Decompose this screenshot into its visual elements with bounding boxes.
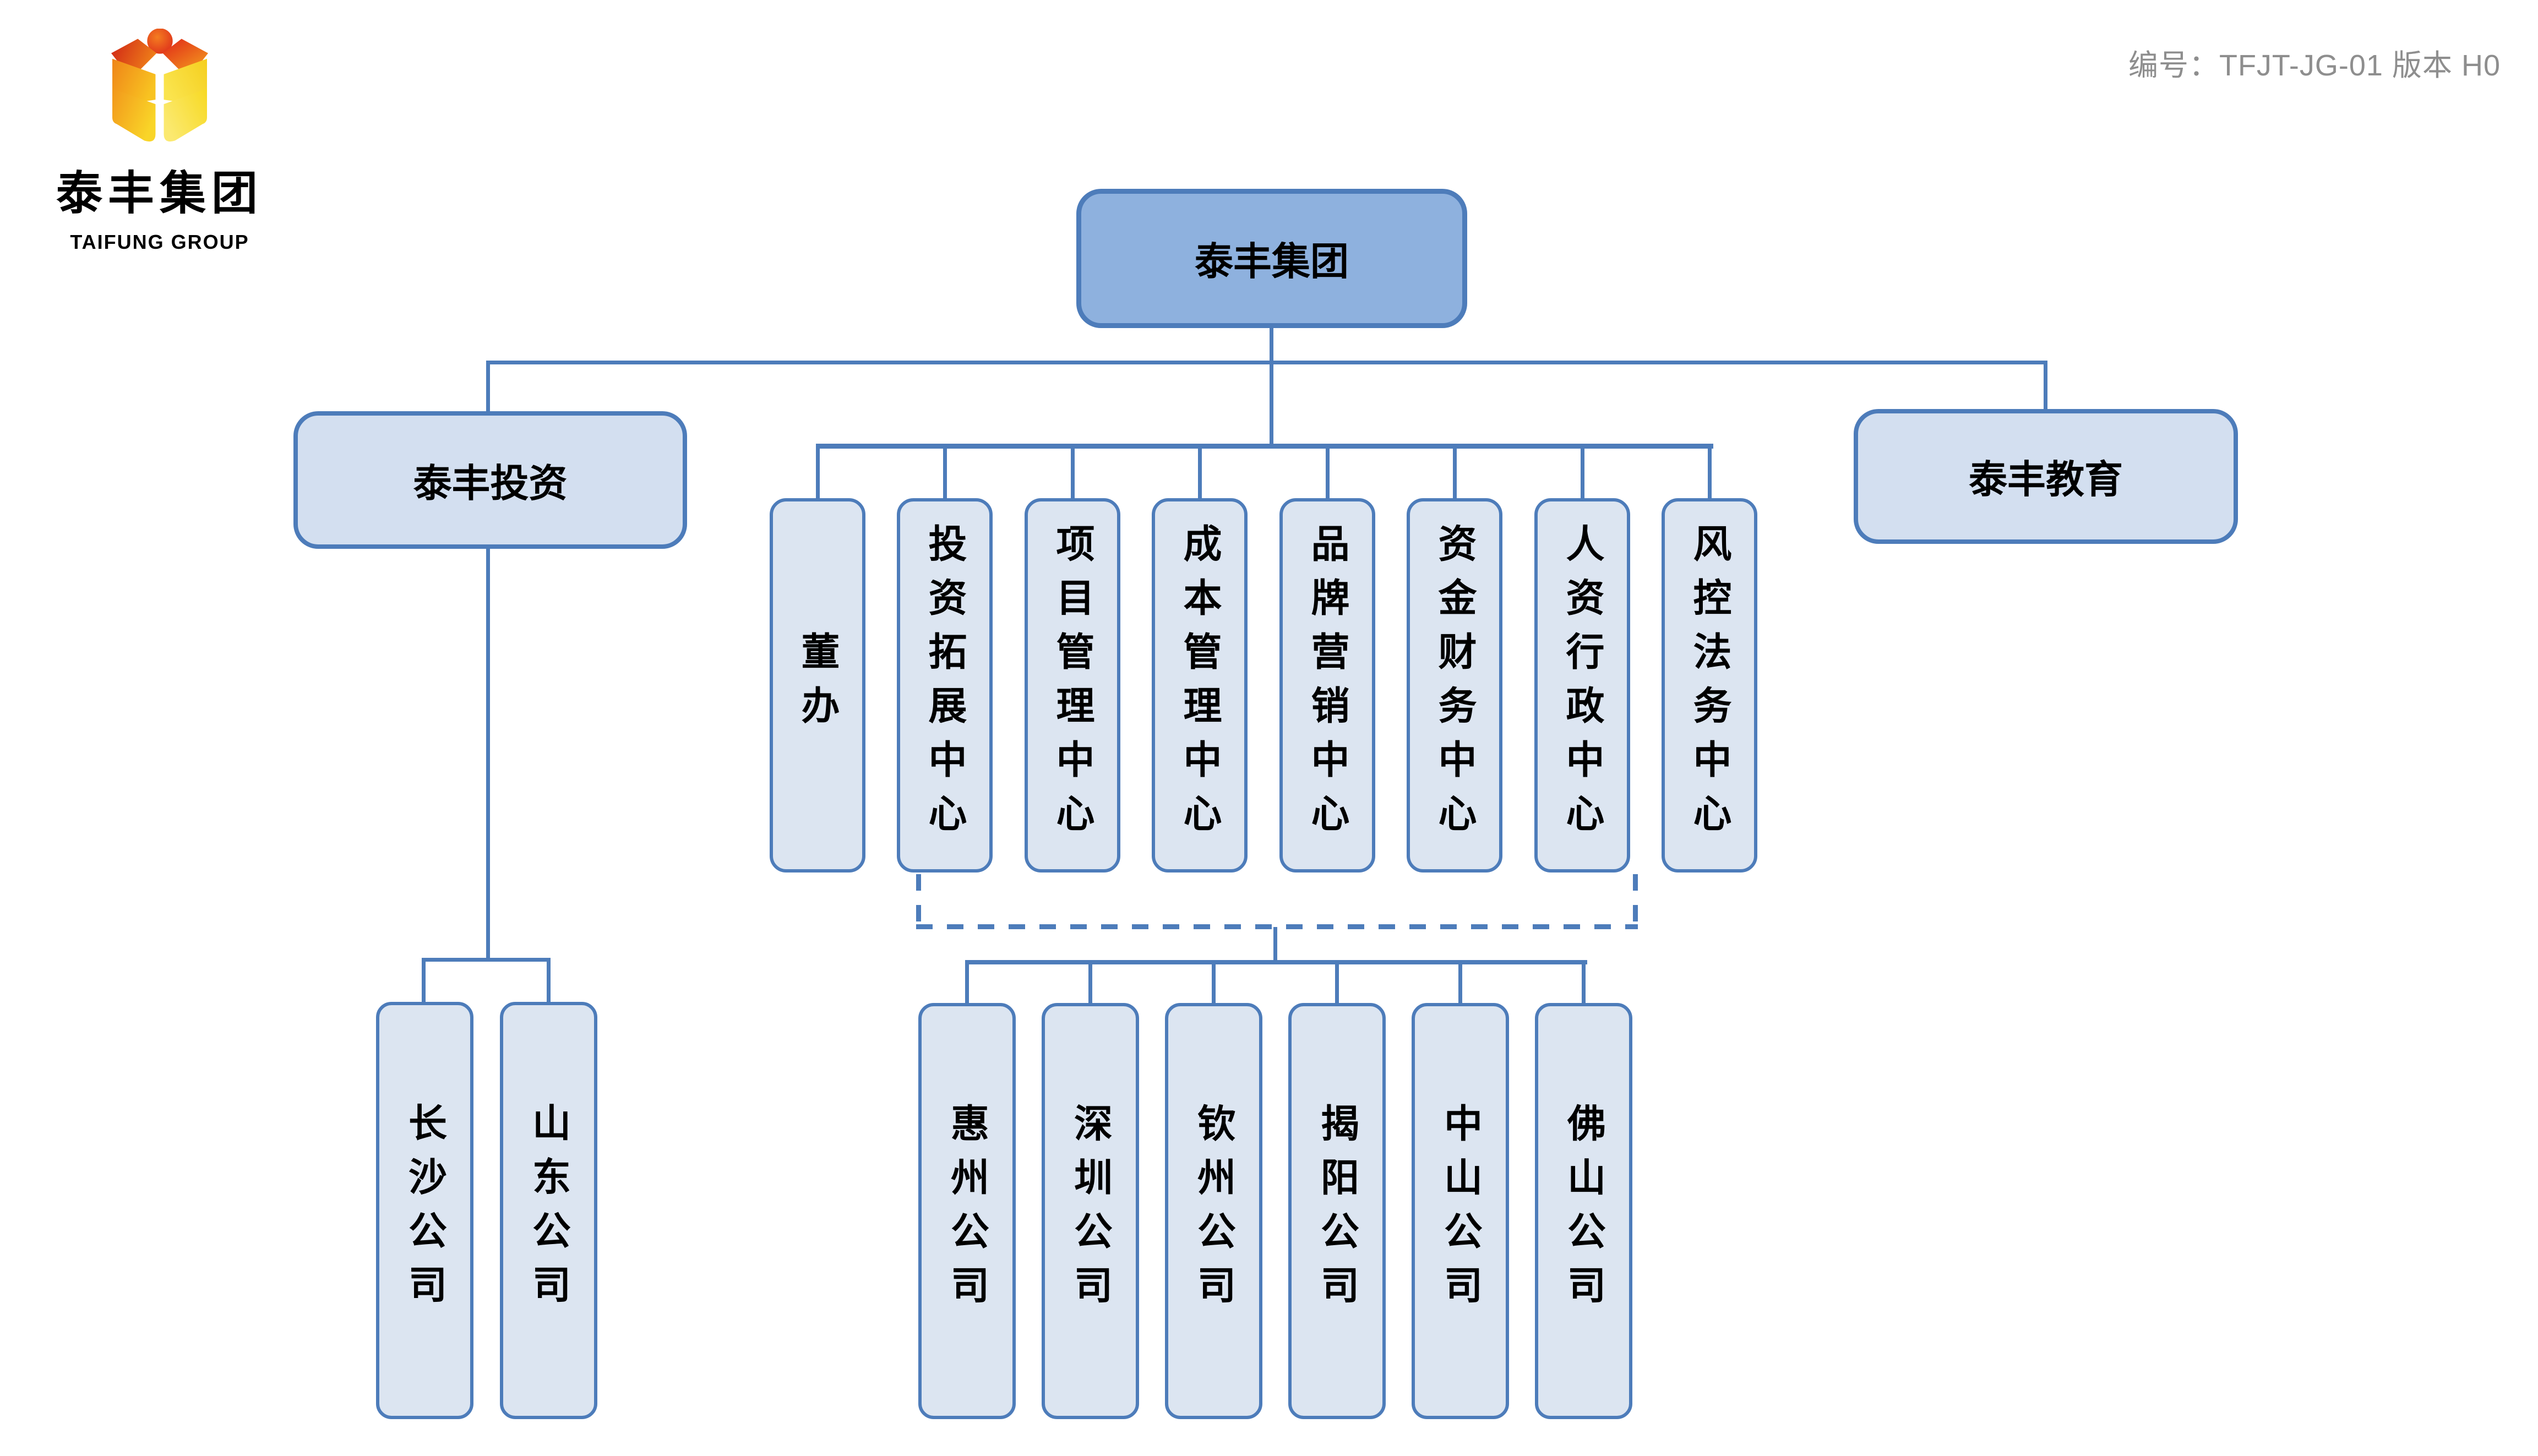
org-node-label: 成本管理中心 (1178, 523, 1221, 847)
org-node-center-dongban: 董办 (770, 498, 865, 872)
org-node-label: 长沙公司 (403, 1103, 446, 1318)
org-node-label: 投资拓展中心 (923, 523, 966, 847)
org-node-label: 泰丰教育 (1969, 458, 2123, 501)
connector-centers-horizontal (816, 444, 1713, 449)
org-node-label: 佛山公司 (1562, 1103, 1605, 1319)
connector-invest-sub-horizontal (422, 958, 551, 962)
org-node-education: 泰丰教育 (1854, 409, 2238, 544)
logo-company-name-cn: 泰丰集团 (56, 167, 263, 219)
org-node-company-shenzhen: 深圳公司 (1042, 1003, 1139, 1419)
org-node-label: 深圳公司 (1069, 1103, 1112, 1319)
org-node-label: 中山公司 (1439, 1103, 1482, 1319)
org-node-root: 泰丰集团 (1076, 189, 1467, 328)
connector-center-stub (816, 446, 820, 499)
connector-companies-horizontal (965, 960, 1587, 964)
org-node-label: 项目管理中心 (1051, 523, 1094, 847)
connector-invest-drop (486, 361, 490, 413)
org-node-label: 泰丰投资 (413, 461, 568, 505)
connector-center-stub (1453, 446, 1457, 499)
dashed-connector-left-vertical (916, 874, 921, 926)
org-node-label: 泰丰集团 (1195, 240, 1349, 283)
connector-center-stub (1071, 446, 1075, 499)
connector-center-stub (1708, 446, 1712, 499)
org-node-company-huizhou: 惠州公司 (918, 1003, 1016, 1419)
connector-invest-sub-stub (547, 958, 551, 1003)
org-node-center-project-management: 项目管理中心 (1025, 498, 1120, 872)
org-node-center-risk-legal: 风控法务中心 (1662, 498, 1757, 872)
org-node-label: 董办 (796, 631, 839, 739)
company-logo: 泰丰集团 TAIFUNG GROUP (55, 29, 264, 254)
connector-root-drop (1270, 326, 1273, 362)
logo-company-name-en: TAIFUNG GROUP (70, 231, 249, 253)
connector-company-stub (1212, 962, 1216, 1004)
connector-company-stub (1335, 962, 1339, 1004)
org-node-label: 风控法务中心 (1688, 523, 1731, 847)
connector-level1-horizontal (488, 361, 2047, 364)
connector-root-to-centers (1270, 361, 1273, 447)
org-node-label: 品牌营销中心 (1306, 523, 1349, 847)
document-code: 编号：TFJT-JG-01 版本 H0 (2128, 49, 2501, 82)
dashed-connector-horizontal (916, 924, 1638, 929)
org-node-center-cost-management: 成本管理中心 (1152, 498, 1248, 872)
connector-company-stub (1458, 962, 1462, 1004)
connector-company-stub (1088, 962, 1092, 1004)
org-node-company-shandong: 山东公司 (500, 1002, 597, 1419)
org-node-company-changsha: 长沙公司 (376, 1002, 473, 1419)
org-node-company-foshan: 佛山公司 (1535, 1003, 1632, 1419)
connector-company-stub (965, 962, 969, 1004)
connector-education-drop (2044, 361, 2047, 411)
connector-company-stub (1582, 962, 1586, 1004)
org-node-company-jieyang: 揭阳公司 (1288, 1003, 1386, 1419)
dashed-connector-right-vertical (1633, 874, 1638, 926)
connector-center-stub (943, 446, 947, 499)
org-node-center-brand-marketing: 品牌营销中心 (1279, 498, 1375, 872)
connector-center-stub (1198, 446, 1202, 499)
org-node-center-hr-admin: 人资行政中心 (1534, 498, 1630, 872)
org-node-label: 山东公司 (527, 1103, 570, 1318)
org-node-company-qinzhou: 钦州公司 (1165, 1003, 1262, 1419)
org-node-center-finance: 资金财务中心 (1407, 498, 1502, 872)
connector-center-stub (1581, 446, 1584, 499)
connector-dashed-to-companies (1273, 927, 1277, 962)
connector-invest-sub-stub (422, 958, 426, 1003)
org-node-label: 揭阳公司 (1315, 1103, 1359, 1319)
org-node-label: 钦州公司 (1192, 1103, 1235, 1319)
org-node-invest: 泰丰投资 (293, 411, 687, 549)
org-node-center-investment-expansion: 投资拓展中心 (897, 498, 993, 872)
org-node-label: 人资行政中心 (1561, 523, 1604, 847)
org-node-label: 资金财务中心 (1433, 523, 1476, 847)
org-node-label: 惠州公司 (945, 1103, 989, 1319)
connector-invest-to-subtree (486, 548, 490, 962)
wheat-logo-icon (111, 29, 208, 142)
connector-center-stub (1326, 446, 1330, 499)
org-node-company-zhongshan: 中山公司 (1412, 1003, 1509, 1419)
